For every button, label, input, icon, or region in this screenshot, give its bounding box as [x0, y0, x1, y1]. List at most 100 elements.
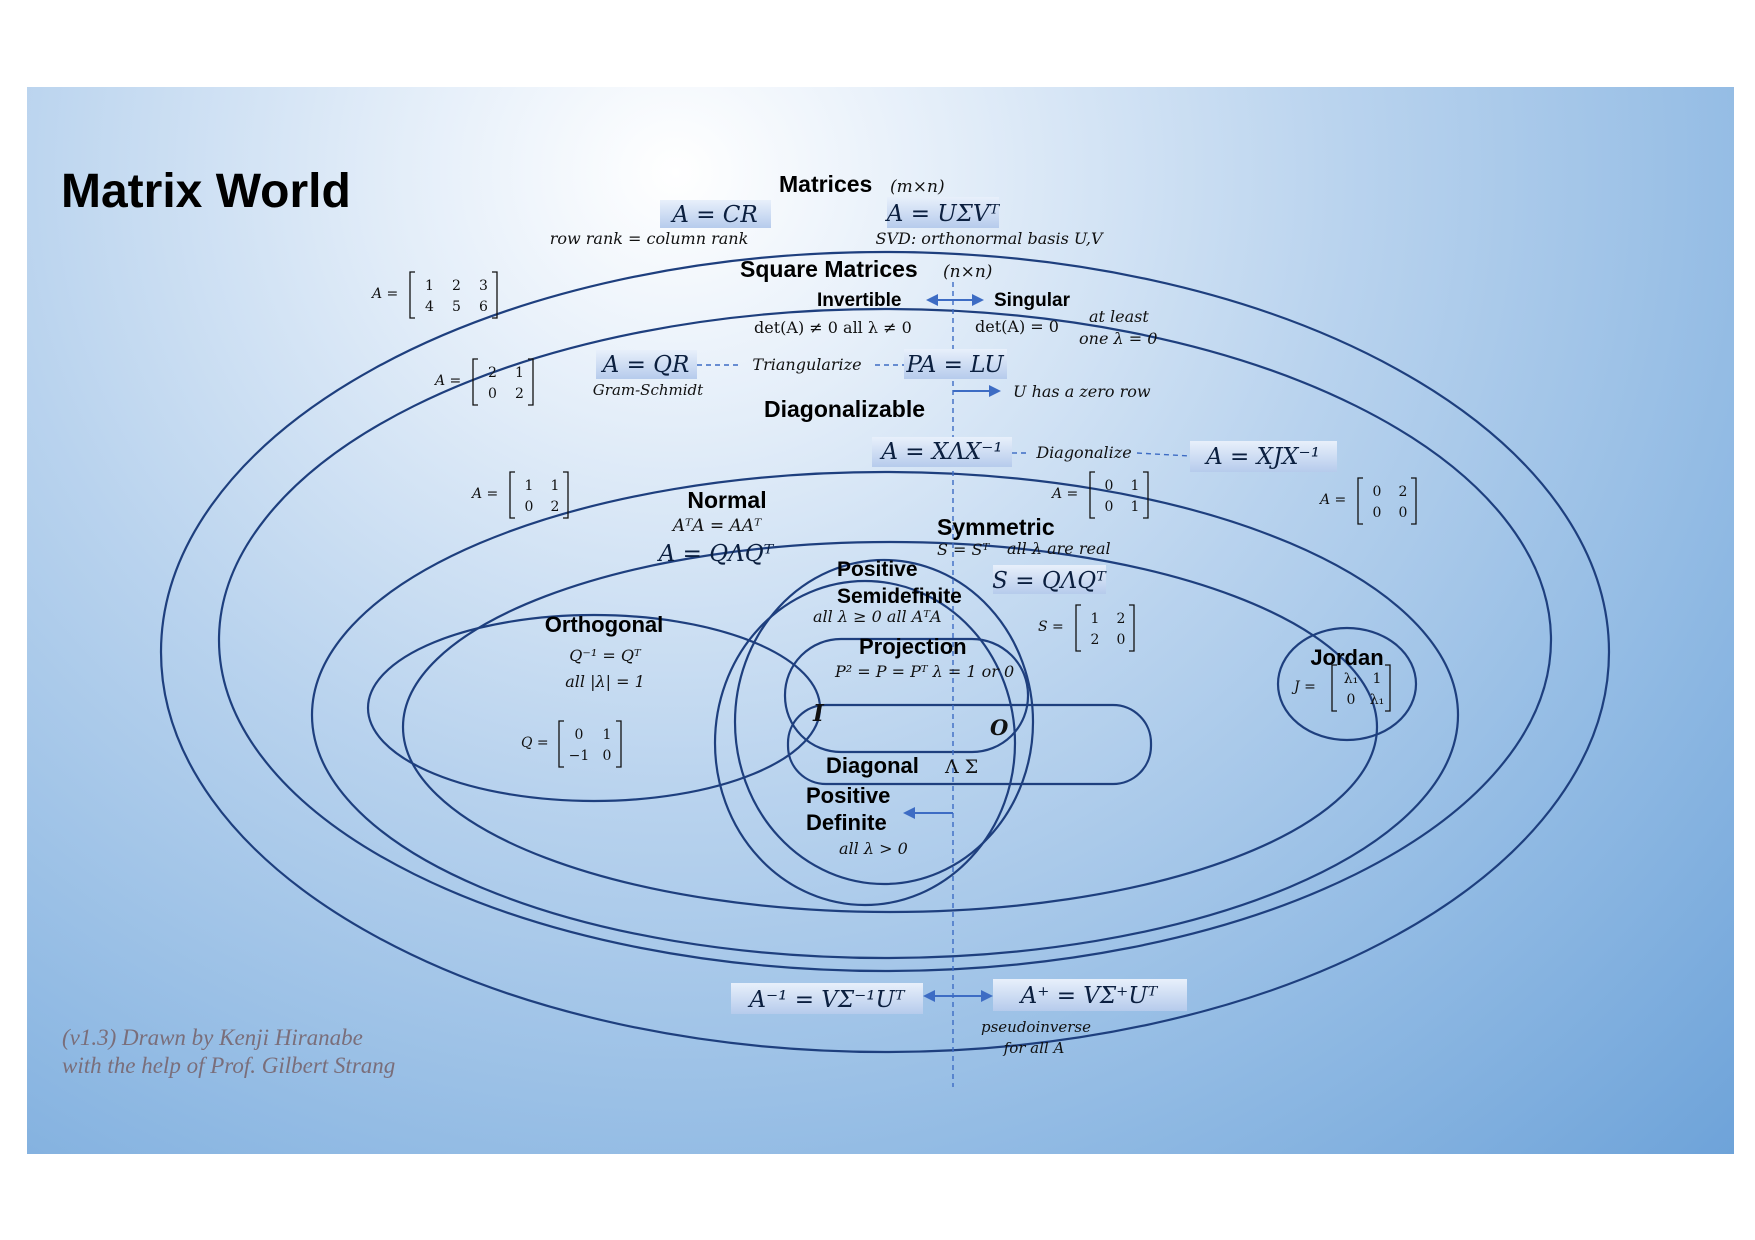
orthogonal-region — [366, 613, 822, 803]
matrix-entry: 2 — [488, 365, 497, 381]
matrix-entry: 0 — [575, 727, 584, 743]
svd-note: SVD: orthonormal basis U,V — [875, 229, 1103, 248]
diagonal-symbols: Λ Σ — [944, 756, 978, 778]
identity-symbol: I — [812, 700, 825, 727]
qr-note: Gram-Schmidt — [593, 381, 704, 399]
psd-label-2: Semidefinite — [837, 585, 962, 608]
matrix-brackets — [409, 271, 498, 319]
singular-condition: det(A) = 0 — [975, 317, 1059, 336]
matrix-brackets — [1357, 477, 1417, 525]
credit-line-2: with the help of Prof. Gilbert Strang — [62, 1053, 395, 1078]
qr-formula: A = QR — [601, 352, 690, 378]
matrices-label: Matrices — [779, 171, 872, 197]
diagonalize-label: Diagonalize — [1035, 443, 1131, 462]
matrix-brackets — [1089, 471, 1149, 519]
triangularize-label: Triangularize — [752, 355, 861, 374]
normal-region — [401, 540, 1379, 914]
page-title: Matrix World — [61, 165, 351, 218]
singular-condition-2b: one λ = 0 — [1079, 329, 1157, 348]
pinv-box — [993, 979, 1187, 1011]
matrix-entry: 1 — [1091, 611, 1100, 627]
diagonalizable-label: Diagonalizable — [764, 396, 925, 422]
matrix-entry: 0 — [1347, 692, 1356, 708]
matrix-prefix: A = — [433, 373, 461, 389]
zero-row-note: U has a zero row — [1013, 382, 1151, 401]
lu-box — [904, 349, 1007, 379]
svd-formula: A = UΣVᵀ — [885, 201, 1001, 227]
matrix-entry: 1 — [603, 727, 612, 743]
invertible-label: Invertible — [817, 290, 901, 311]
symmetric-condition-2: all λ are real — [1007, 539, 1111, 558]
matrix-entry: 1 — [551, 478, 560, 494]
xjx-box — [1190, 441, 1337, 472]
matrix-brackets — [509, 471, 569, 519]
inverse-box — [731, 983, 923, 1014]
symmetric-condition: S = Sᵀ — [937, 540, 991, 559]
matrix-brackets — [1331, 664, 1391, 712]
matrix-prefix: A = — [1318, 492, 1346, 508]
projection-region — [783, 637, 1030, 754]
matrix-entry: 3 — [479, 278, 488, 294]
diagonalizable-region — [310, 470, 1460, 960]
matrix-entry: 1 — [425, 278, 434, 294]
matrix-entry: 0 — [1105, 499, 1114, 515]
singular-condition-2a: at least — [1089, 307, 1149, 326]
matrix-prefix: A = — [470, 486, 498, 502]
projection-condition: P² = P = Pᵀ λ = 1 or 0 — [834, 662, 1014, 681]
matrix-entry: λ₁ — [1370, 692, 1385, 708]
matrix-world-diagram: Matrix World Matrices (m×n — [61, 165, 1611, 1087]
matrix-entry: 2 — [1117, 611, 1126, 627]
matrix-entry: 4 — [425, 299, 434, 315]
matrix-entry: 6 — [479, 299, 488, 315]
cr-formula: A = CR — [670, 202, 757, 228]
singular-label: Singular — [994, 290, 1071, 311]
qr-box — [596, 350, 697, 379]
diagonal-region — [786, 703, 1153, 786]
matrix-brackets — [1075, 604, 1135, 652]
xjx-formula: A = XJX⁻¹ — [1204, 444, 1320, 470]
pd-label-2: Definite — [806, 810, 887, 835]
invertible-condition: det(A) ≠ 0 all λ ≠ 0 — [754, 318, 912, 337]
square-matrices-region — [217, 307, 1553, 973]
pd-label-1: Positive — [806, 783, 890, 808]
matrix-entry: 2 — [1091, 632, 1100, 648]
cr-note: row rank = column rank — [550, 229, 749, 248]
xlx-formula: A = XΛX⁻¹ — [879, 439, 1002, 465]
matrix-entry: 5 — [452, 299, 461, 315]
inverse-pinv-arrow — [923, 990, 993, 1002]
matrix-entry: 0 — [1373, 505, 1382, 521]
invertible-singular-arrow — [926, 294, 984, 306]
matrix-prefix: A = — [1050, 486, 1078, 502]
symmetric-decomp: S = QΛQᵀ — [992, 568, 1107, 594]
normal-decomp: A = QΛQᵀ — [657, 541, 775, 567]
normal-label: Normal — [687, 487, 766, 513]
psd-region — [713, 579, 1017, 907]
matrix-entry: 2 — [551, 499, 560, 515]
matrix-entry: −1 — [569, 748, 590, 764]
xlx-box — [872, 437, 1012, 467]
matrix-entry: 0 — [1373, 484, 1382, 500]
orthogonal-condition-2: all |λ| = 1 — [565, 672, 645, 691]
psd-condition: all λ ≥ 0 all AᵀA — [813, 607, 942, 626]
matrix-prefix: J = — [1291, 679, 1316, 695]
matrix-brackets — [472, 358, 534, 406]
jordan-label: Jordan — [1310, 645, 1383, 670]
matrix-entry: 1 — [1131, 478, 1140, 494]
matrix-brackets — [558, 720, 622, 768]
normal-condition: AᵀA = AAᵀ — [671, 516, 762, 536]
diagram-panel: Matrix World Matrices (m×n — [27, 87, 1734, 1154]
matrix-entry: 1 — [1373, 671, 1382, 687]
matrix-entry: 0 — [1105, 478, 1114, 494]
matrix-entry: 0 — [1399, 505, 1408, 521]
diagonalize-connector-right — [1136, 452, 1191, 457]
zero-row-arrow — [953, 385, 1001, 397]
matrix-entry: 0 — [1117, 632, 1126, 648]
